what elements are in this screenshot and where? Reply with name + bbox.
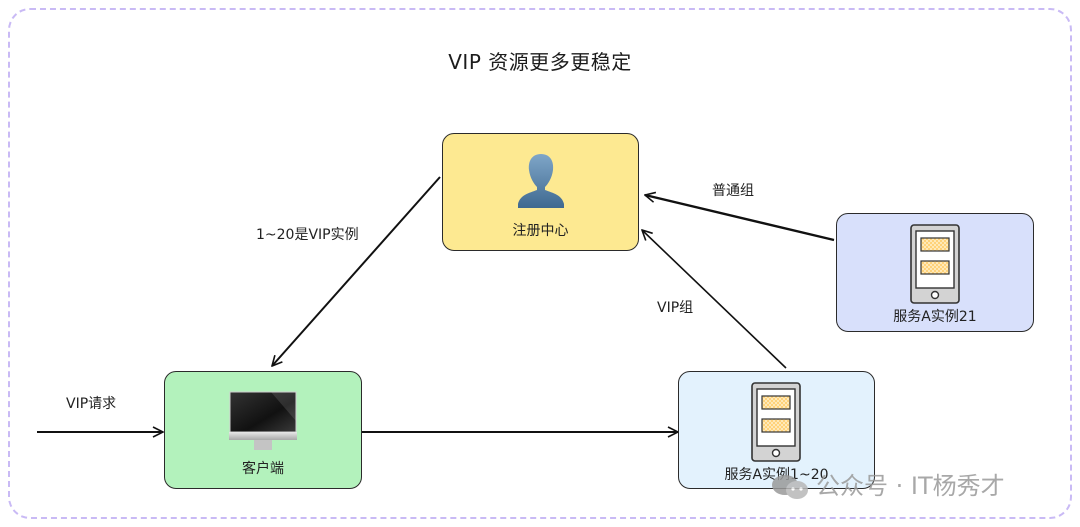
edge-registry-to-client: [272, 176, 441, 366]
diagram-frame: [8, 8, 1072, 519]
node-service-normal[interactable]: 服务A实例21: [836, 213, 1034, 332]
edge-label-registry-to-client: 1~20是VIP实例: [256, 227, 359, 243]
diagram-title: VIP 资源更多更稳定: [448, 50, 632, 74]
edge-normal-group: [645, 195, 835, 242]
tablet-icon: [751, 382, 801, 462]
watermark: 公众号 · IT杨秀才: [770, 466, 1005, 501]
edge-label-vip-group: VIP组: [657, 300, 694, 316]
node-client-label: 客户端: [242, 461, 284, 477]
node-service-vip-label: 服务A实例1~20: [724, 467, 829, 483]
edge-label-normal-group: 普通组: [712, 183, 754, 199]
wechat-icon: [772, 475, 808, 499]
node-service-normal-label: 服务A实例21: [893, 309, 977, 325]
node-registry-label: 注册中心: [512, 223, 569, 239]
edge-label-vip-request: VIP请求: [66, 396, 117, 412]
tablet-icon: [910, 224, 960, 304]
edge-vip-group: [642, 230, 787, 369]
node-registry[interactable]: 注册中心: [442, 133, 639, 251]
watermark-text: 公众号 · IT杨秀才: [816, 472, 1005, 500]
node-client[interactable]: 客户端: [164, 371, 362, 489]
monitor-icon: [229, 391, 297, 450]
user-icon: [518, 154, 564, 208]
